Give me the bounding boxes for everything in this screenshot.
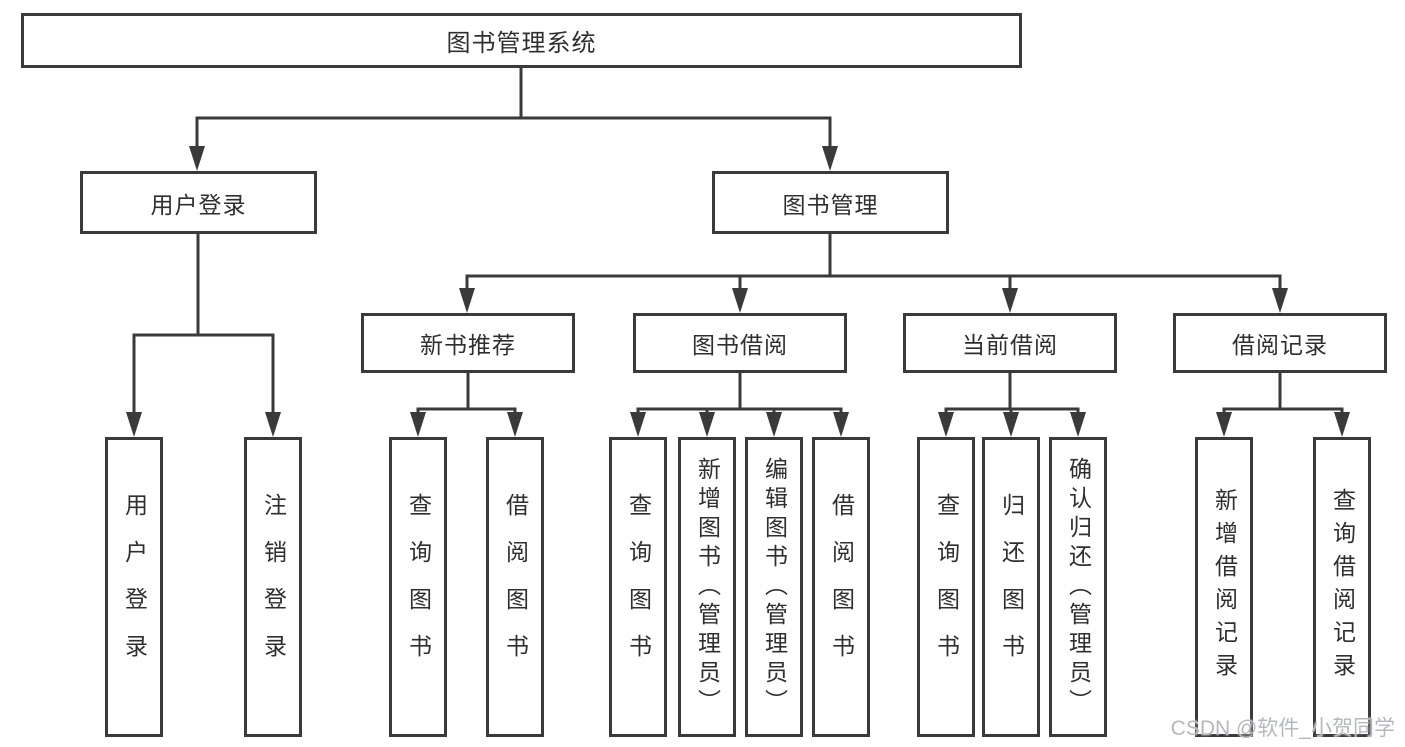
arrowhead-icons bbox=[126, 146, 1350, 437]
leaf-label: 借阅图书 bbox=[828, 493, 855, 681]
node-new-book-recommend: 新书推荐 bbox=[361, 313, 575, 373]
leaf-bb-query-book: 查询图书 bbox=[609, 437, 667, 737]
leaf-br-add-record: 新增借阅记录 bbox=[1195, 437, 1253, 737]
leaf-label: 注销登录 bbox=[260, 493, 287, 681]
leaf-cb-confirm-return-admin: 确认归还（管理员） bbox=[1049, 437, 1107, 737]
leaf-bb-edit-book-admin: 编辑图书（管理员） bbox=[745, 437, 803, 737]
node-label: 用户登录 bbox=[150, 191, 247, 218]
leaf-label: 查询图书 bbox=[933, 493, 960, 681]
node-label: 借阅记录 bbox=[1232, 332, 1328, 358]
leaf-logout: 注销登录 bbox=[244, 437, 302, 737]
leaf-label: 新增图书（管理员） bbox=[694, 456, 721, 718]
leaf-user-login: 用户登录 bbox=[105, 437, 163, 737]
node-book-management: 图书管理 bbox=[712, 171, 949, 234]
leaf-nbr-query-book: 查询图书 bbox=[389, 437, 447, 737]
leaf-label: 编辑图书（管理员） bbox=[761, 456, 788, 718]
node-label: 图书管理 bbox=[782, 191, 879, 218]
node-label: 图书管理系统 bbox=[446, 30, 597, 57]
leaf-label: 新增借阅记录 bbox=[1211, 488, 1238, 686]
leaf-cb-return-book: 归还图书 bbox=[982, 437, 1040, 737]
leaf-label: 归还图书 bbox=[998, 493, 1025, 681]
node-borrow-records: 借阅记录 bbox=[1173, 313, 1387, 373]
leaf-label: 查询借阅记录 bbox=[1329, 488, 1356, 686]
leaf-label: 借阅图书 bbox=[502, 493, 529, 681]
node-label: 图书借阅 bbox=[692, 332, 788, 358]
leaf-label: 确认归还（管理员） bbox=[1065, 456, 1092, 718]
leaf-nbr-borrow-book: 借阅图书 bbox=[486, 437, 544, 737]
leaf-bb-borrow-book: 借阅图书 bbox=[812, 437, 870, 737]
leaf-label: 用户登录 bbox=[121, 493, 148, 681]
node-current-borrow: 当前借阅 bbox=[903, 313, 1117, 373]
leaf-label: 查询图书 bbox=[625, 493, 652, 681]
leaf-cb-query-book: 查询图书 bbox=[917, 437, 975, 737]
node-user-login: 用户登录 bbox=[80, 171, 317, 234]
csdn-watermark: CSDN @软件_小贺同学 bbox=[1170, 717, 1395, 740]
leaf-bb-add-book-admin: 新增图书（管理员） bbox=[678, 437, 736, 737]
leaf-br-query-record: 查询借阅记录 bbox=[1313, 437, 1371, 737]
node-library-system: 图书管理系统 bbox=[21, 13, 1022, 68]
node-label: 新书推荐 bbox=[420, 332, 516, 358]
node-label: 当前借阅 bbox=[962, 332, 1058, 358]
leaf-label: 查询图书 bbox=[405, 493, 432, 681]
node-book-borrow: 图书借阅 bbox=[633, 313, 847, 373]
